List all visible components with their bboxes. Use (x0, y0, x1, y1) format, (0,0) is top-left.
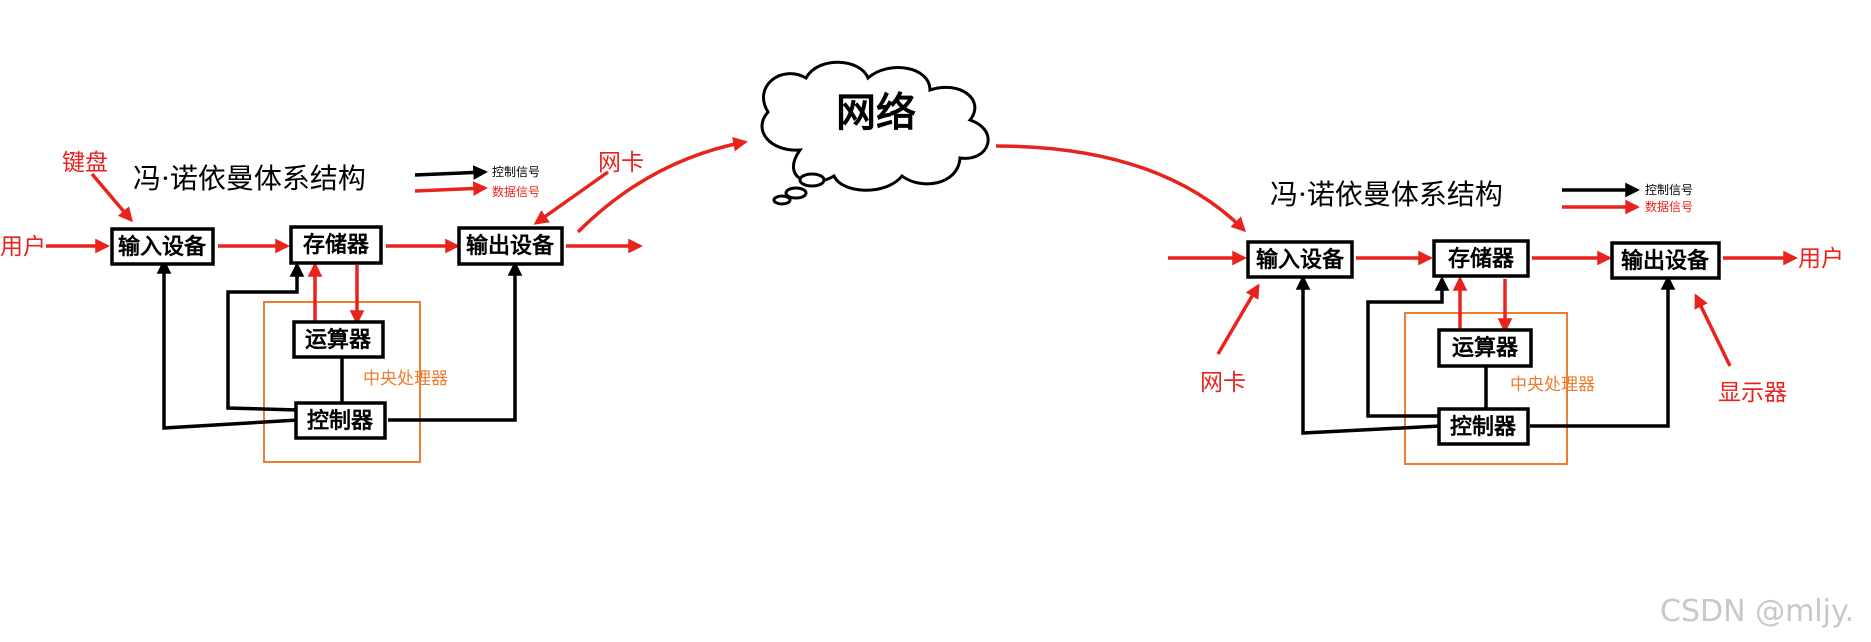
left-alu-label: 运算器 (305, 327, 372, 353)
left-to-network-arrow (576, 136, 748, 234)
left-alu-box (292, 320, 385, 359)
left-control-to-output-line (388, 261, 523, 422)
right-input-device-box (1246, 240, 1354, 279)
right-legend: 控制信号 数据信号 (1562, 182, 1693, 215)
right-output-device-box (1610, 241, 1721, 280)
right-control-to-memory-line (1366, 276, 1450, 418)
left-legend-data-label: 数据信号 (492, 184, 540, 199)
left-legend: 控制信号 数据信号 (414, 165, 540, 199)
cloud-label: 网络 (836, 90, 916, 136)
left-controller-box (294, 401, 387, 440)
left-keyboard-pointer (90, 172, 133, 223)
right-title: 冯·诺依曼体系结构 (1270, 178, 1503, 211)
right-cpu-label: 中央处理器 (1510, 375, 1595, 395)
left-controller-label: 控制器 (307, 408, 374, 434)
right-display-label: 显示器 (1718, 380, 1787, 406)
cloud-bubble-small (772, 194, 792, 206)
right-alu-box (1437, 328, 1533, 368)
right-memory-box (1432, 239, 1530, 278)
network-to-right-arrow (995, 144, 1247, 233)
right-alu-label: 运算器 (1452, 335, 1519, 361)
left-legend-data-line (414, 181, 488, 196)
left-input-device-label: 输入设备 (118, 234, 207, 260)
csdn-watermark: CSDN @mljy. (1660, 594, 1854, 629)
cloud-bubble-medium (784, 186, 808, 200)
right-nic-pointer (1216, 283, 1260, 355)
left-nic-label: 网卡 (598, 150, 644, 176)
right-legend-data-label: 数据信号 (1645, 199, 1693, 214)
left-user-label: 用户 (0, 234, 46, 260)
left-output-device-label: 输出设备 (466, 233, 555, 259)
left-memory-box (289, 225, 383, 265)
right-display-pointer (1694, 293, 1732, 367)
left-legend-control-label: 控制信号 (492, 165, 540, 179)
right-controller-label: 控制器 (1450, 414, 1517, 440)
network-cloud: 网络 (760, 60, 990, 206)
right-controller-box (1437, 407, 1530, 446)
left-control-to-memory-line (226, 262, 305, 412)
left-input-device-box (110, 227, 215, 266)
right-cpu-frame (1404, 312, 1568, 465)
right-nic-label: 网卡 (1200, 370, 1246, 396)
right-memory-label: 存储器 (1448, 246, 1515, 272)
left-title: 冯·诺依曼体系结构 (133, 162, 366, 195)
left-cpu-label: 中央处理器 (363, 369, 448, 389)
left-architecture-diagram: 冯·诺依曼体系结构 控制信号 数据信号 中央处理器 输入设备 存储器 输出设备 (0, 150, 644, 463)
left-cpu-frame (263, 301, 421, 463)
right-output-device-label: 输出设备 (1621, 248, 1710, 274)
left-nic-pointer (533, 170, 610, 225)
right-control-to-input-line (1295, 275, 1441, 435)
left-keyboard-label: 键盘 (62, 150, 108, 176)
left-control-to-input-line (156, 259, 299, 430)
left-legend-control-line (414, 165, 488, 180)
right-legend-control-label: 控制信号 (1645, 183, 1693, 197)
left-memory-label: 存储器 (303, 232, 370, 258)
cloud-bubble-large (798, 172, 826, 188)
cloud-shape (760, 60, 990, 192)
left-output-device-box (457, 226, 564, 266)
right-input-device-label: 输入设备 (1256, 247, 1345, 273)
right-control-to-output-line (1530, 275, 1676, 428)
right-user-label: 用户 (1798, 246, 1844, 272)
right-architecture-diagram: 冯·诺依曼体系结构 控制信号 数据信号 中央处理器 输入设备 存储器 输出设备 (1168, 178, 1844, 465)
